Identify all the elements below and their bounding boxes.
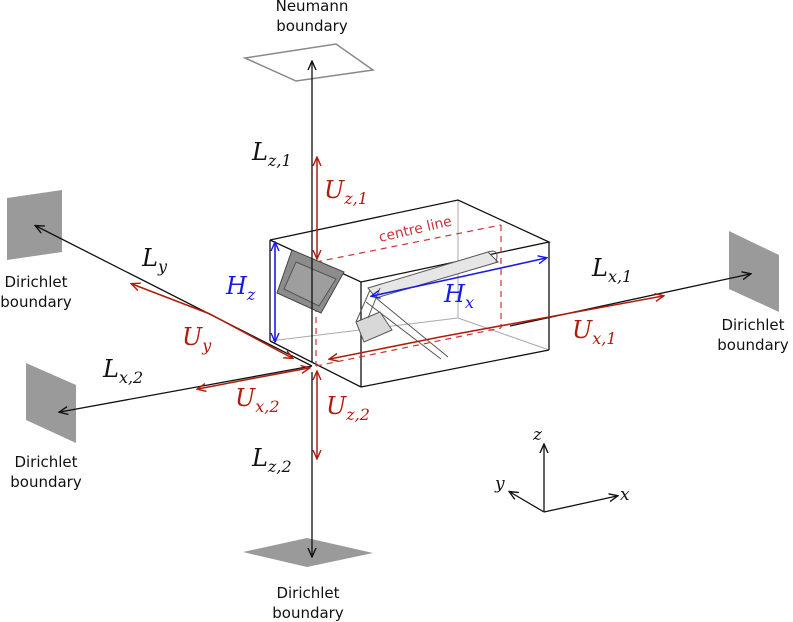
centre-line-label: centre line bbox=[377, 214, 453, 246]
height-arrows-blue bbox=[275, 243, 546, 341]
label-Lx1: Lx,1 bbox=[591, 254, 632, 286]
label-Ly: Ly bbox=[141, 244, 168, 276]
label-Uz2: Uz,2 bbox=[326, 392, 370, 424]
label-Ux1: Ux,1 bbox=[572, 316, 617, 348]
axis-label-x: x bbox=[620, 485, 630, 505]
neumann-plane-top bbox=[242, 43, 375, 82]
axis-label-y: y bbox=[494, 474, 505, 494]
label-Uz1: Uz,1 bbox=[324, 176, 368, 208]
vessel-object bbox=[276, 249, 499, 360]
centre-line-dashes bbox=[315, 224, 502, 367]
label-Hz: Hz bbox=[225, 272, 256, 304]
label-Lz2: Lz,2 bbox=[251, 444, 292, 476]
dirichlet-plane-bottom bbox=[243, 538, 373, 567]
label-Lx2: Lx,2 bbox=[102, 355, 143, 387]
coordinate-triad bbox=[510, 445, 617, 513]
label-Lz1: Lz,1 bbox=[251, 138, 292, 170]
domain-axes-black bbox=[36, 62, 750, 556]
label-Uy: Uy bbox=[182, 323, 212, 355]
label-Ux2: Ux,2 bbox=[235, 384, 280, 416]
label-Hx: Hx bbox=[443, 280, 474, 312]
dirichlet-plane-left-upper bbox=[7, 190, 62, 260]
dirichlet-plane-right bbox=[729, 231, 779, 312]
axis-label-z: z bbox=[532, 425, 543, 445]
dirichlet-plane-left-lower bbox=[26, 363, 76, 443]
offset-arrows-red bbox=[132, 158, 663, 458]
